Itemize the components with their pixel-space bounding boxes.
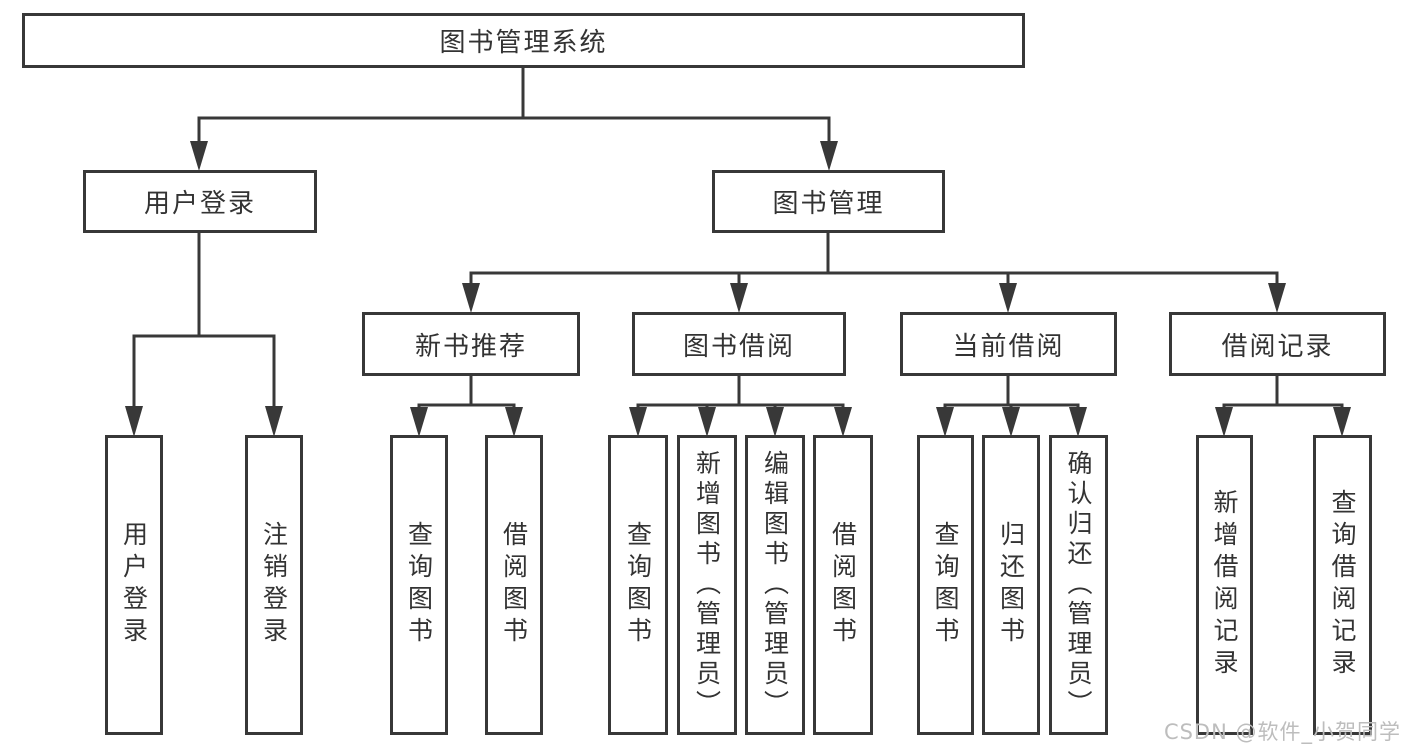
leaf-user-login-label: 用户登录 bbox=[119, 521, 149, 649]
node-user-login-label: 用户登录 bbox=[143, 189, 256, 219]
node-book-mgmt-label: 图书管理 bbox=[772, 189, 885, 219]
leaf-borrow-query-book-label: 查询图书 bbox=[623, 521, 653, 649]
leaf-confirm-return-admin: 确认归还（管理员） bbox=[1049, 435, 1108, 735]
node-borrow-record: 借阅记录 bbox=[1169, 312, 1386, 376]
connector-borrow-record-split bbox=[1215, 376, 1351, 437]
leaf-edit-book-admin: 编辑图书（管理员） bbox=[745, 435, 805, 735]
leaf-add-book-admin-label: 新增图书（管理员） bbox=[692, 450, 722, 720]
leaf-add-book-admin: 新增图书（管理员） bbox=[677, 435, 737, 735]
connector-root-split bbox=[190, 68, 838, 171]
node-user-login: 用户登录 bbox=[83, 170, 317, 233]
leaf-recommend-borrow-book-label: 借阅图书 bbox=[499, 521, 529, 649]
node-book-mgmt: 图书管理 bbox=[712, 170, 945, 233]
leaf-current-query-book-label: 查询图书 bbox=[931, 521, 960, 649]
leaf-recommend-query-book: 查询图书 bbox=[390, 435, 448, 735]
connector-book-borrow-split bbox=[629, 376, 852, 437]
node-new-book-recommend: 新书推荐 bbox=[362, 312, 580, 376]
node-current-borrow-label: 当前借阅 bbox=[952, 331, 1065, 362]
connector-current-borrow-split bbox=[936, 376, 1087, 437]
leaf-add-borrow-record-label: 新增借阅记录 bbox=[1210, 489, 1239, 681]
leaf-recommend-borrow-book: 借阅图书 bbox=[485, 435, 543, 735]
leaf-borrow-book: 借阅图书 bbox=[813, 435, 873, 735]
node-book-borrow-label: 图书借阅 bbox=[682, 331, 795, 362]
leaf-edit-book-admin-label: 编辑图书（管理员） bbox=[760, 450, 790, 720]
node-root-label: 图书管理系统 bbox=[439, 28, 608, 58]
watermark: CSDN @软件_小贺同学 bbox=[1163, 720, 1401, 744]
connector-new-book-split bbox=[410, 376, 523, 437]
connector-book-mgmt-split bbox=[462, 233, 1286, 313]
node-borrow-record-label: 借阅记录 bbox=[1221, 331, 1334, 362]
leaf-recommend-query-book-label: 查询图书 bbox=[404, 521, 434, 649]
node-current-borrow: 当前借阅 bbox=[900, 312, 1117, 376]
leaf-return-book: 归还图书 bbox=[982, 435, 1040, 735]
connector-user-login-split bbox=[125, 233, 283, 437]
leaf-confirm-return-admin-label: 确认归还（管理员） bbox=[1064, 450, 1093, 720]
leaf-query-borrow-record: 查询借阅记录 bbox=[1313, 435, 1372, 735]
node-new-book-recommend-label: 新书推荐 bbox=[414, 331, 527, 362]
leaf-borrow-query-book: 查询图书 bbox=[608, 435, 668, 735]
leaf-logout: 注销登录 bbox=[245, 435, 303, 735]
leaf-current-query-book: 查询图书 bbox=[917, 435, 974, 735]
leaf-user-login: 用户登录 bbox=[105, 435, 163, 735]
leaf-return-book-label: 归还图书 bbox=[996, 521, 1026, 649]
leaf-logout-label: 注销登录 bbox=[259, 521, 289, 649]
leaf-borrow-book-label: 借阅图书 bbox=[828, 521, 858, 649]
leaf-query-borrow-record-label: 查询借阅记录 bbox=[1328, 489, 1357, 681]
node-root: 图书管理系统 bbox=[22, 13, 1025, 68]
leaf-add-borrow-record: 新增借阅记录 bbox=[1196, 435, 1253, 735]
node-book-borrow: 图书借阅 bbox=[632, 312, 846, 376]
